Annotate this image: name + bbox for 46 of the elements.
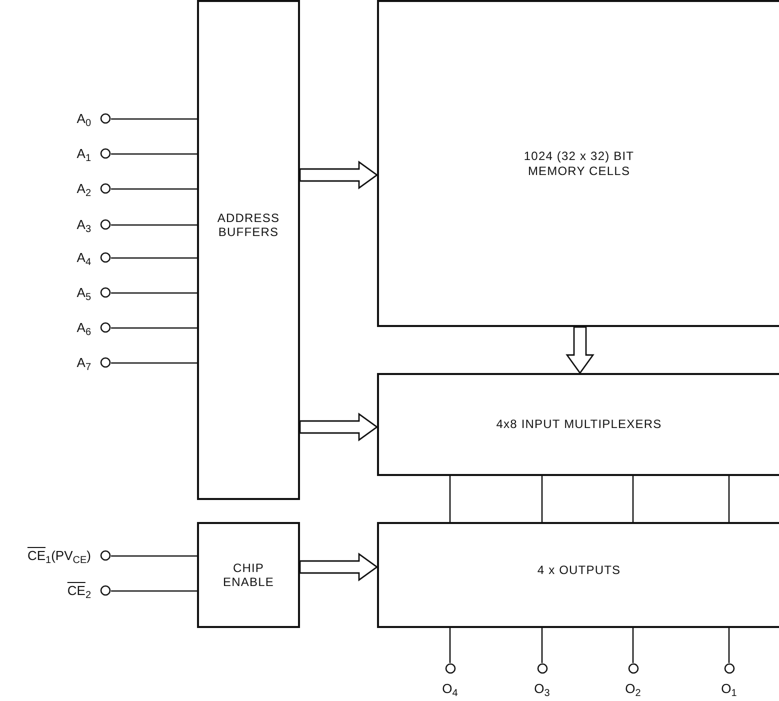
pin-label: A$_{1}$ <box>76 147 91 164</box>
connector-line <box>541 628 543 663</box>
connector-line <box>632 476 634 522</box>
connector-line <box>111 118 197 120</box>
connector-line <box>111 362 197 364</box>
connector-line <box>449 476 451 522</box>
pin-label: CE$_{1}$(PV$_{CE}$) <box>27 549 91 566</box>
hollow-arrow <box>299 160 378 190</box>
pin-label: A$_{6}$ <box>76 321 91 338</box>
connector-line <box>449 628 451 663</box>
connector-line <box>541 476 543 522</box>
block-label: ADDRESS BUFFERS <box>216 210 281 240</box>
hollow-arrow <box>566 326 594 374</box>
connector-line <box>111 188 197 190</box>
block-box <box>377 0 779 327</box>
block-box <box>197 0 300 500</box>
connector-line <box>111 590 197 592</box>
block-box <box>197 522 300 628</box>
connector-line <box>111 224 197 226</box>
connector-line <box>111 555 197 557</box>
pin-label: O$_{3}$ <box>534 682 550 699</box>
block-label: 4 x OUTPUTS <box>537 562 621 578</box>
pin-label: A$_{4}$ <box>76 251 91 268</box>
connector-line <box>728 628 730 663</box>
block-label: 1024 (32 x 32) BIT MEMORY CELLS <box>522 149 636 178</box>
block-box <box>377 522 779 628</box>
connector-line <box>111 153 197 155</box>
connector-line <box>632 628 634 663</box>
connector-line <box>111 292 197 294</box>
pin-label: A$_{2}$ <box>76 182 91 199</box>
pin-label: A$_{7}$ <box>76 356 91 373</box>
pin-label: O$_{4}$ <box>442 682 458 699</box>
hollow-arrow <box>299 412 378 442</box>
block-box <box>377 373 779 476</box>
connector-line <box>728 476 730 522</box>
pin-label: O$_{1}$ <box>721 682 737 699</box>
hollow-arrow <box>299 552 378 582</box>
connector-line <box>111 327 197 329</box>
pin-label: A$_{5}$ <box>76 286 91 303</box>
connector-line <box>111 257 197 259</box>
block-label: CHIP ENABLE <box>222 560 275 590</box>
pin-label: A$_{3}$ <box>76 218 91 235</box>
pin-label: A$_{0}$ <box>76 112 91 129</box>
pin-label: O$_{2}$ <box>625 682 641 699</box>
pin-label: CE$_{2}$ <box>67 584 91 601</box>
block-label: 4x8 INPUT MULTIPLEXERS <box>496 417 662 432</box>
